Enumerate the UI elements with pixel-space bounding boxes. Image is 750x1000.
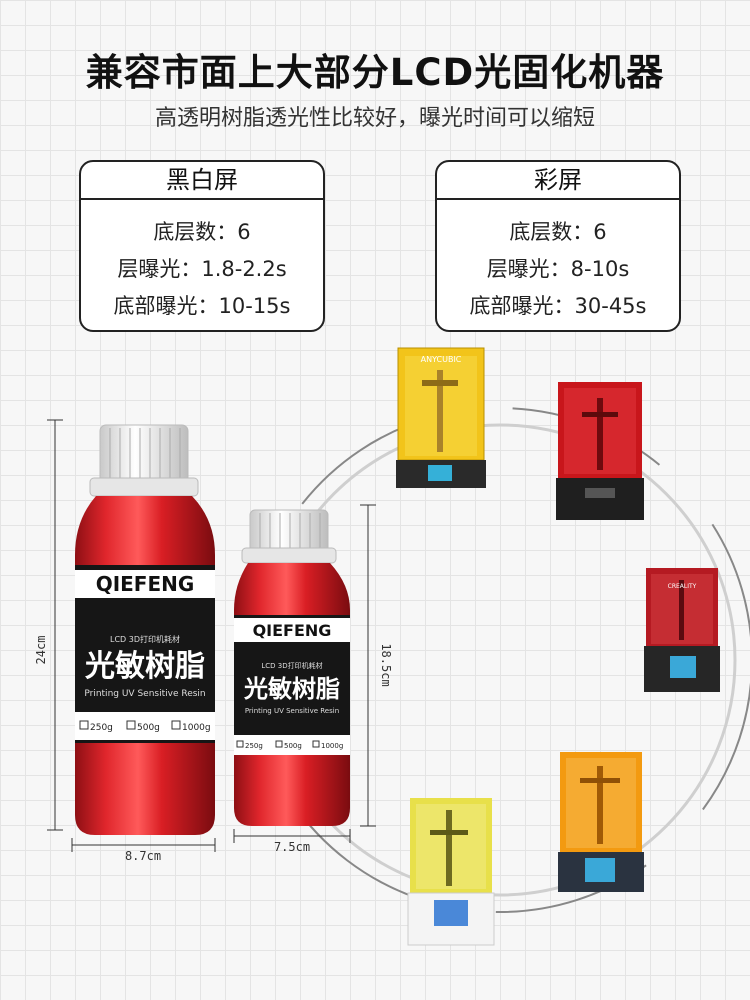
- spec-row-layer-exposure: 层曝光：8-10s: [486, 257, 630, 281]
- spec-row-layer-exposure: 层曝光：1.8-2.2s: [117, 257, 287, 281]
- small-bottle-height-dimension: [360, 504, 376, 827]
- printer-creality: CREALITY: [644, 568, 720, 692]
- printer-anycubic: ANYCUBIC: [396, 347, 486, 488]
- large-bottle-width-label: 8.7cm: [125, 849, 161, 863]
- spec-row-bottom-layers: 底层数：6: [153, 220, 251, 244]
- large-bottle: QIEFENG LCD 3D打印机耗材 光敏树脂 Printing UV Sen…: [75, 424, 215, 835]
- large-bottle-size-500: 500g: [137, 723, 160, 733]
- large-bottle-height-label: 24cm: [34, 636, 48, 665]
- spec-card-title: 彩屏: [437, 162, 679, 200]
- headline: 兼容市面上大部分LCD光固化机器: [85, 51, 665, 94]
- small-bottle-size-250: 250g: [245, 742, 263, 750]
- large-bottle-brand: QIEFENG: [96, 572, 195, 596]
- large-bottle-subtitle: LCD 3D打印机耗材: [110, 634, 180, 644]
- small-bottle-size-1000: 1000g: [321, 742, 343, 750]
- spec-row-bottom-exposure: 底部曝光：10-15s: [113, 294, 291, 318]
- large-bottle-name-en: Printing UV Sensitive Resin: [84, 689, 205, 699]
- printer-white: [407, 798, 495, 946]
- small-bottle: QIEFENG LCD 3D打印机耗材 光敏树脂 Printing UV Sen…: [234, 509, 350, 826]
- large-bottle-width-dimension: [71, 838, 216, 852]
- small-bottle-width-label: 7.5cm: [274, 840, 310, 854]
- small-bottle-brand: QIEFENG: [253, 621, 332, 640]
- spec-card-color: 彩屏 底层数：6 层曝光：8-10s 底部曝光：30-45s: [435, 160, 681, 332]
- large-bottle-name: 光敏树脂: [85, 649, 205, 684]
- spec-card-mono: 黑白屏 底层数：6 层曝光：1.8-2.2s 底部曝光：10-15s: [79, 160, 325, 332]
- printer-red: [556, 382, 644, 520]
- small-bottle-width-dimension: [233, 829, 351, 843]
- large-bottle-size-250: 250g: [90, 723, 113, 733]
- spec-card-title: 黑白屏: [81, 162, 323, 200]
- large-bottle-height-dimension: [47, 419, 63, 831]
- spec-row-bottom-exposure: 底部曝光：30-45s: [469, 294, 647, 318]
- small-bottle-name-en: Printing UV Sensitive Resin: [245, 707, 339, 715]
- small-bottle-subtitle: LCD 3D打印机耗材: [261, 661, 322, 670]
- printer-creality-brand: CREALITY: [668, 583, 697, 590]
- small-bottle-size-500: 500g: [284, 742, 302, 750]
- subheadline: 高透明树脂透光性比较好，曝光时间可以缩短: [154, 106, 595, 131]
- small-bottle-height-label: 18.5cm: [379, 643, 393, 686]
- printer-orange: [558, 752, 644, 892]
- small-bottle-name: 光敏树脂: [243, 675, 340, 703]
- large-bottle-size-1000: 1000g: [182, 723, 211, 733]
- printer-anycubic-brand: ANYCUBIC: [421, 355, 462, 364]
- spec-row-bottom-layers: 底层数：6: [509, 220, 607, 244]
